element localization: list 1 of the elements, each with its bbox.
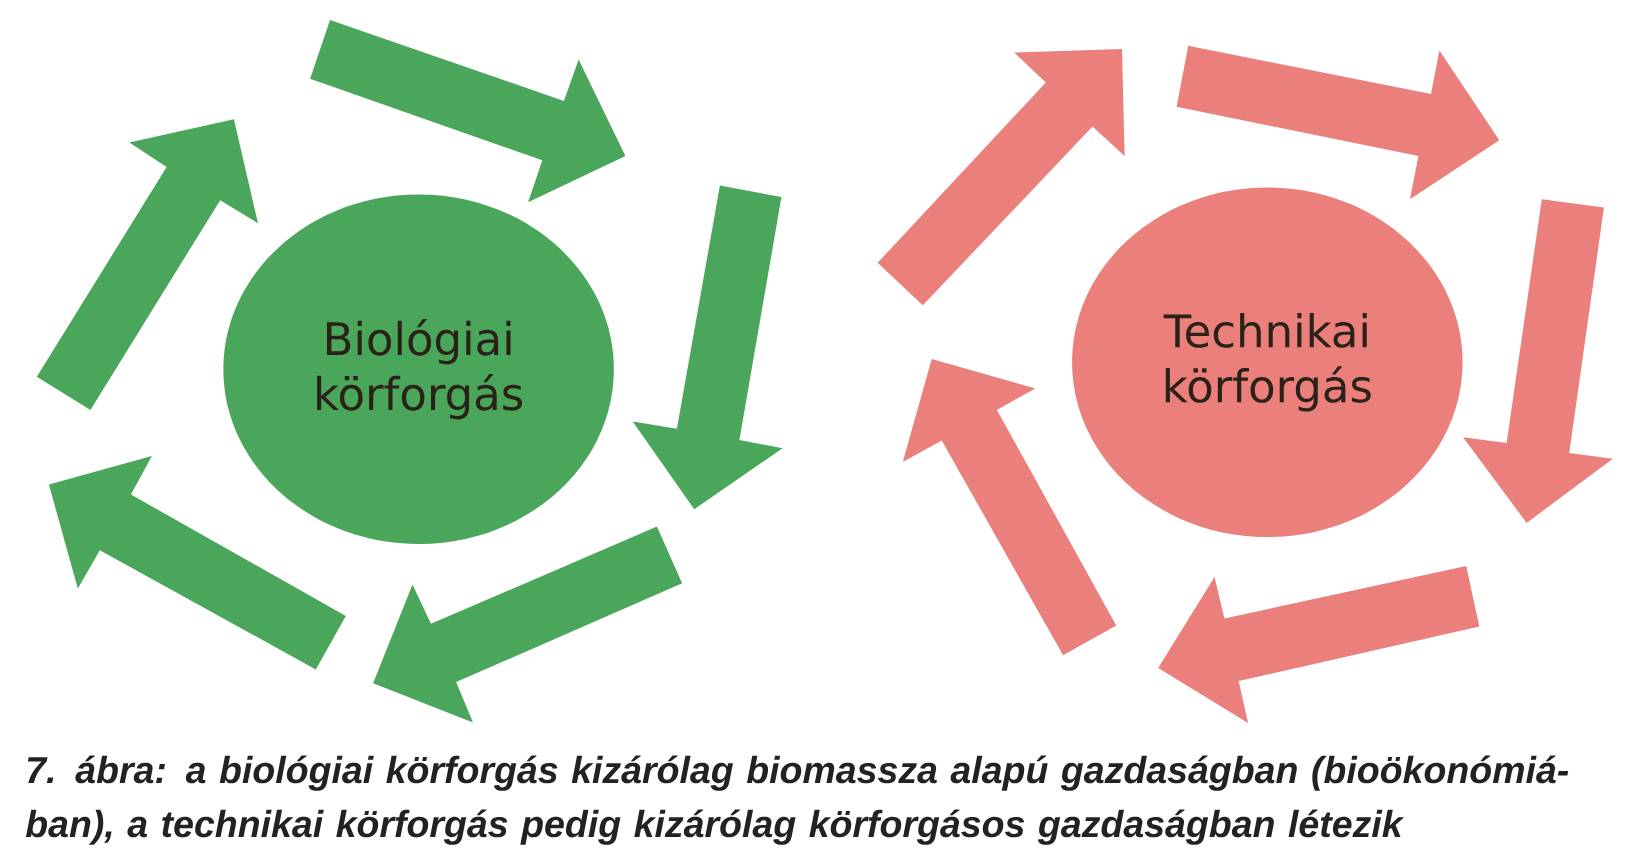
caption: 7. ábra: a biológiai körforgás kizárólag biomassza alapú gazdaságban (bioökonómiá-ban), a technikai körforgás pedig kizárólag körforgásos gazdaságban létezik — [25, 755, 1569, 845]
